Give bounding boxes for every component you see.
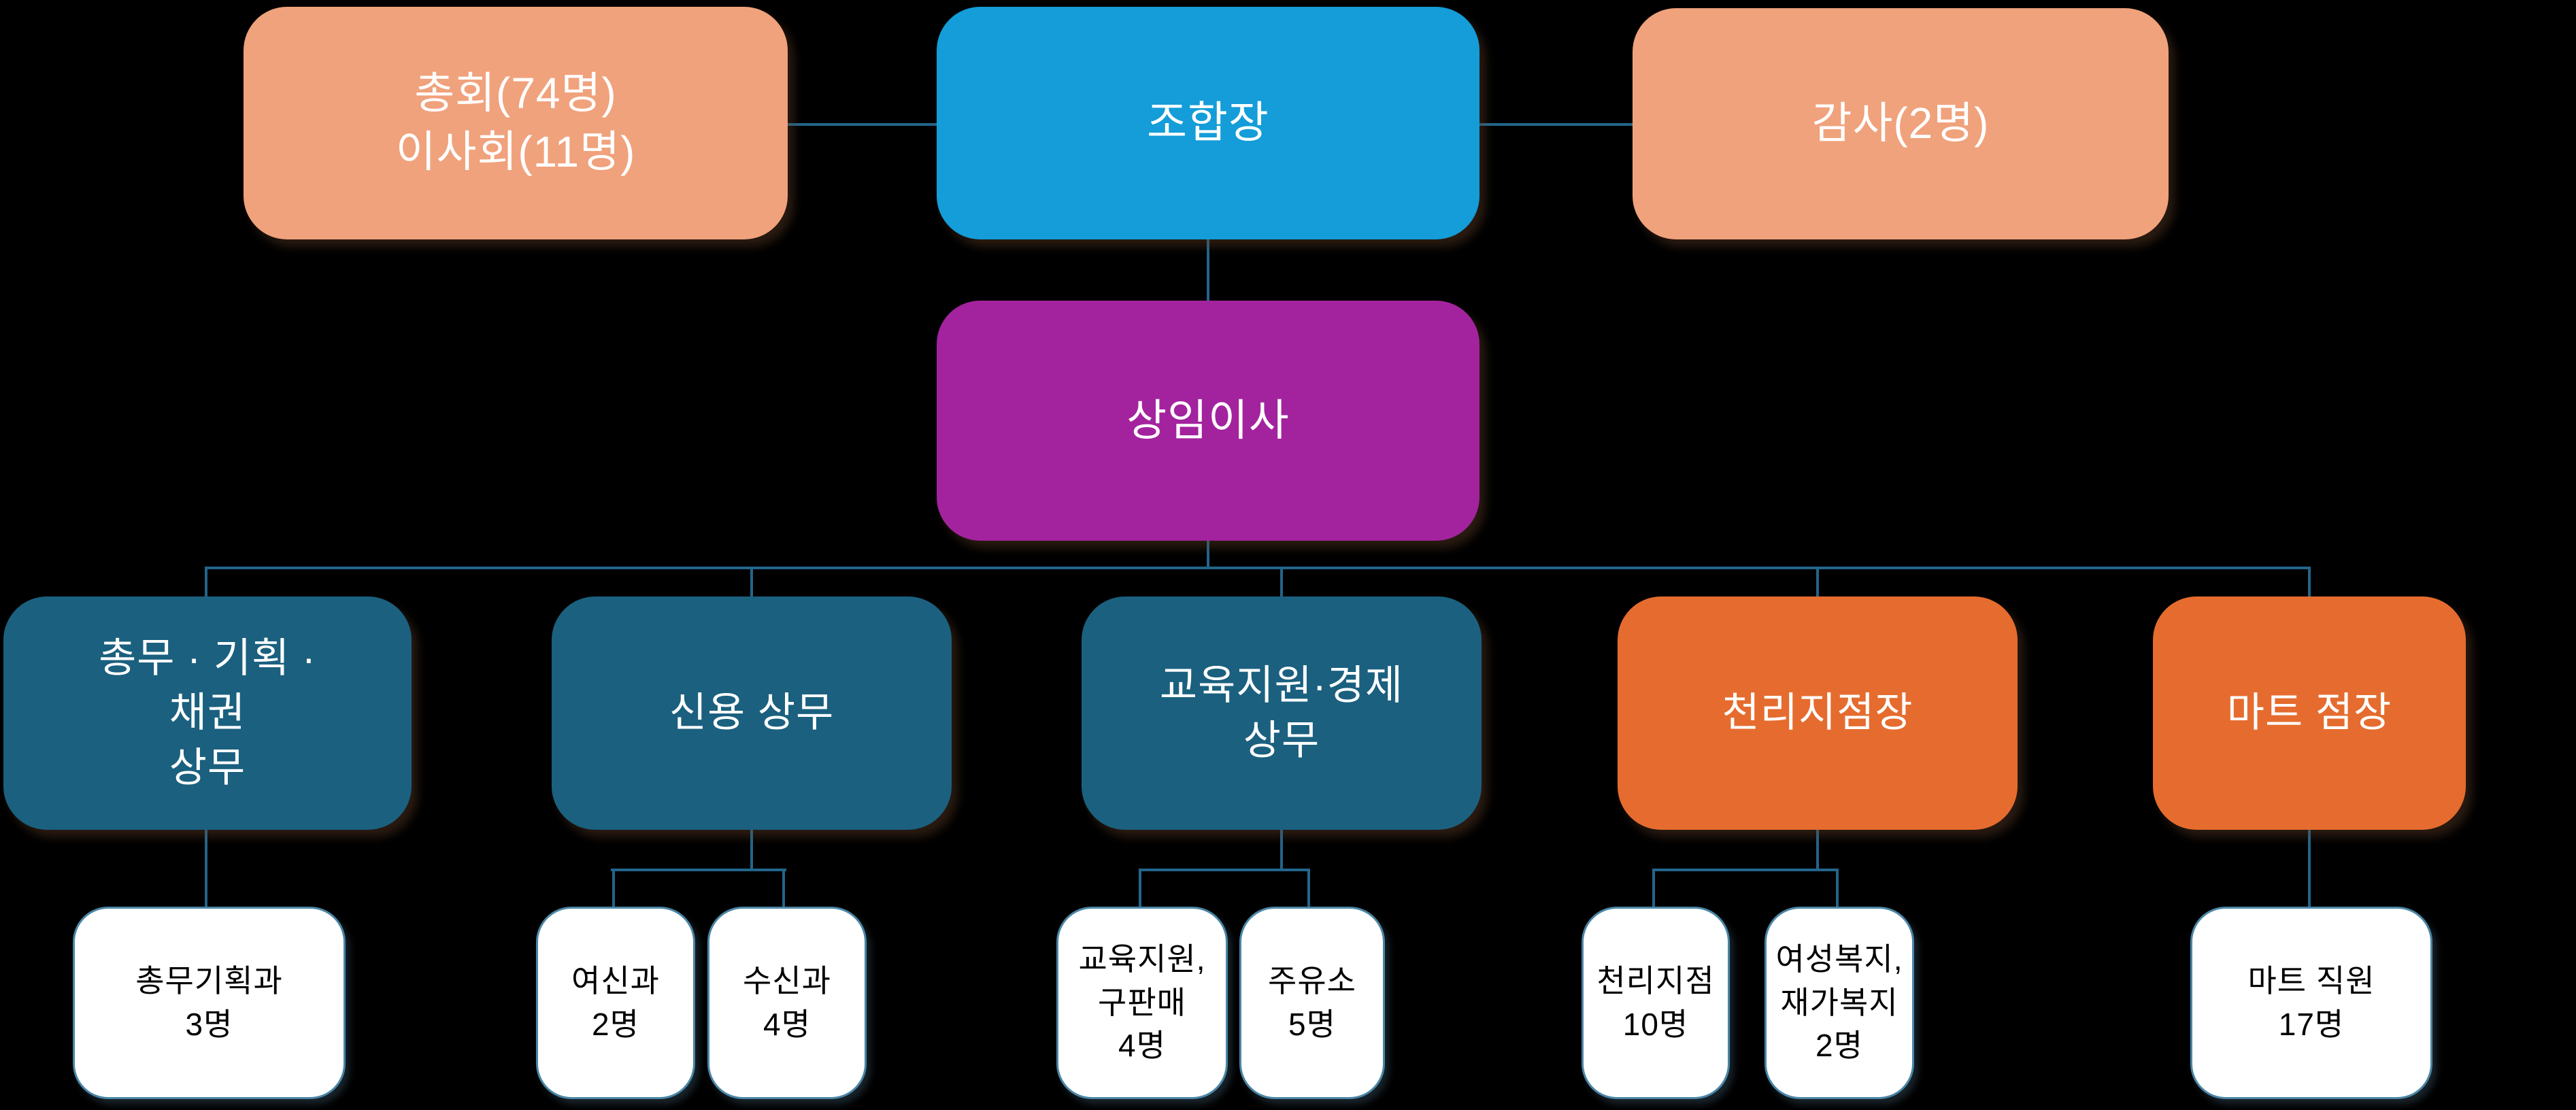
connector-gen-affairs-dept	[205, 830, 207, 908]
node-gen-affairs-dept: 총무기획과 3명	[73, 907, 346, 1099]
connector-drop-cheonri-branch-mgr	[1816, 567, 1819, 598]
node-loans-dept: 여신과 2명	[536, 907, 695, 1099]
connector-drop-cheonri-branch	[1652, 869, 1655, 908]
node-standing-director: 상임이사	[937, 301, 1479, 541]
node-cheonri-branch-label: 천리지점 10명	[1596, 963, 1715, 1042]
node-edu-sales-dept-label: 교육지원, 구판매 4명	[1078, 941, 1206, 1064]
connector-drop-edu-sales-dept	[1139, 869, 1141, 908]
node-cheonri-branch-mgr-label: 천리지점장	[1722, 690, 1913, 736]
connector-edu-econ-stem	[1280, 830, 1283, 871]
node-mart-staff: 마트 직원 17명	[2190, 907, 2432, 1099]
connector-president-standing-director	[1207, 239, 1209, 301]
node-auditors: 감사(2명)	[1633, 8, 2169, 239]
connector-drop-deposits-dept	[782, 869, 785, 908]
node-gen-affairs-exec: 총무 · 기획 · 채권 상무	[3, 596, 412, 830]
node-assembly-board: 총회(74명) 이사회(11명)	[244, 7, 788, 239]
node-gas-station-label: 주유소 5명	[1268, 963, 1356, 1042]
node-cheonri-branch: 천리지점 10명	[1582, 907, 1730, 1099]
connector-mart-staff	[2308, 830, 2311, 908]
connector-drop-gas-station	[1307, 869, 1310, 908]
node-auditors-label: 감사(2명)	[1811, 99, 1990, 148]
node-assembly-board-label: 총회(74명) 이사회(11명)	[395, 69, 636, 176]
node-deposits-dept-label: 수신과 4명	[743, 963, 831, 1042]
connector-president-assembly	[787, 123, 937, 126]
node-credit-exec-label: 신용 상무	[669, 690, 835, 736]
connector-drop-edu-econ-exec	[1280, 567, 1283, 598]
node-president-label: 조합장	[1147, 98, 1269, 148]
node-credit-exec: 신용 상무	[552, 596, 952, 830]
node-cheonri-branch-mgr: 천리지점장	[1618, 596, 2018, 830]
connector-cheonri-stem	[1816, 830, 1819, 871]
connector-drop-mart-mgr	[2308, 567, 2311, 598]
connector-edu-econ-bridge	[1139, 869, 1310, 871]
node-gen-affairs-dept-label: 총무기획과 3명	[135, 963, 283, 1042]
node-edu-sales-dept: 교육지원, 구판매 4명	[1056, 907, 1228, 1099]
node-edu-econ-exec: 교육지원·경제 상무	[1082, 596, 1482, 830]
connector-drop-credit-exec	[750, 567, 753, 598]
node-gen-affairs-exec-label: 총무 · 기획 · 채권 상무	[99, 635, 316, 790]
connector-drop-welfare-dept	[1836, 869, 1839, 908]
connector-bus-line	[205, 567, 2311, 569]
node-gas-station: 주유소 5명	[1239, 907, 1385, 1099]
node-welfare-dept: 여성복지, 재가복지 2명	[1764, 907, 1914, 1099]
node-standing-director-label: 상임이사	[1126, 395, 1290, 445]
connector-credit-exec-bridge	[611, 869, 786, 871]
node-welfare-dept-label: 여성복지, 재가복지 2명	[1775, 941, 1903, 1064]
node-loans-dept-label: 여신과 2명	[571, 963, 660, 1042]
connector-credit-exec-stem	[750, 830, 753, 871]
connector-standing-director-bus	[1207, 541, 1209, 568]
node-edu-econ-exec-label: 교육지원·경제 상무	[1159, 662, 1404, 763]
connector-cheonri-bridge	[1652, 869, 1839, 871]
connector-drop-loans-dept	[612, 869, 615, 908]
connector-drop-gen-affairs-exec	[205, 567, 207, 598]
node-deposits-dept: 수신과 4명	[707, 907, 867, 1099]
node-mart-mgr-label: 마트 점장	[2226, 690, 2392, 736]
node-president: 조합장	[937, 7, 1479, 239]
connector-president-auditors	[1479, 123, 1633, 126]
node-mart-staff-label: 마트 직원 17명	[2247, 963, 2375, 1042]
node-mart-mgr: 마트 점장	[2153, 596, 2466, 830]
